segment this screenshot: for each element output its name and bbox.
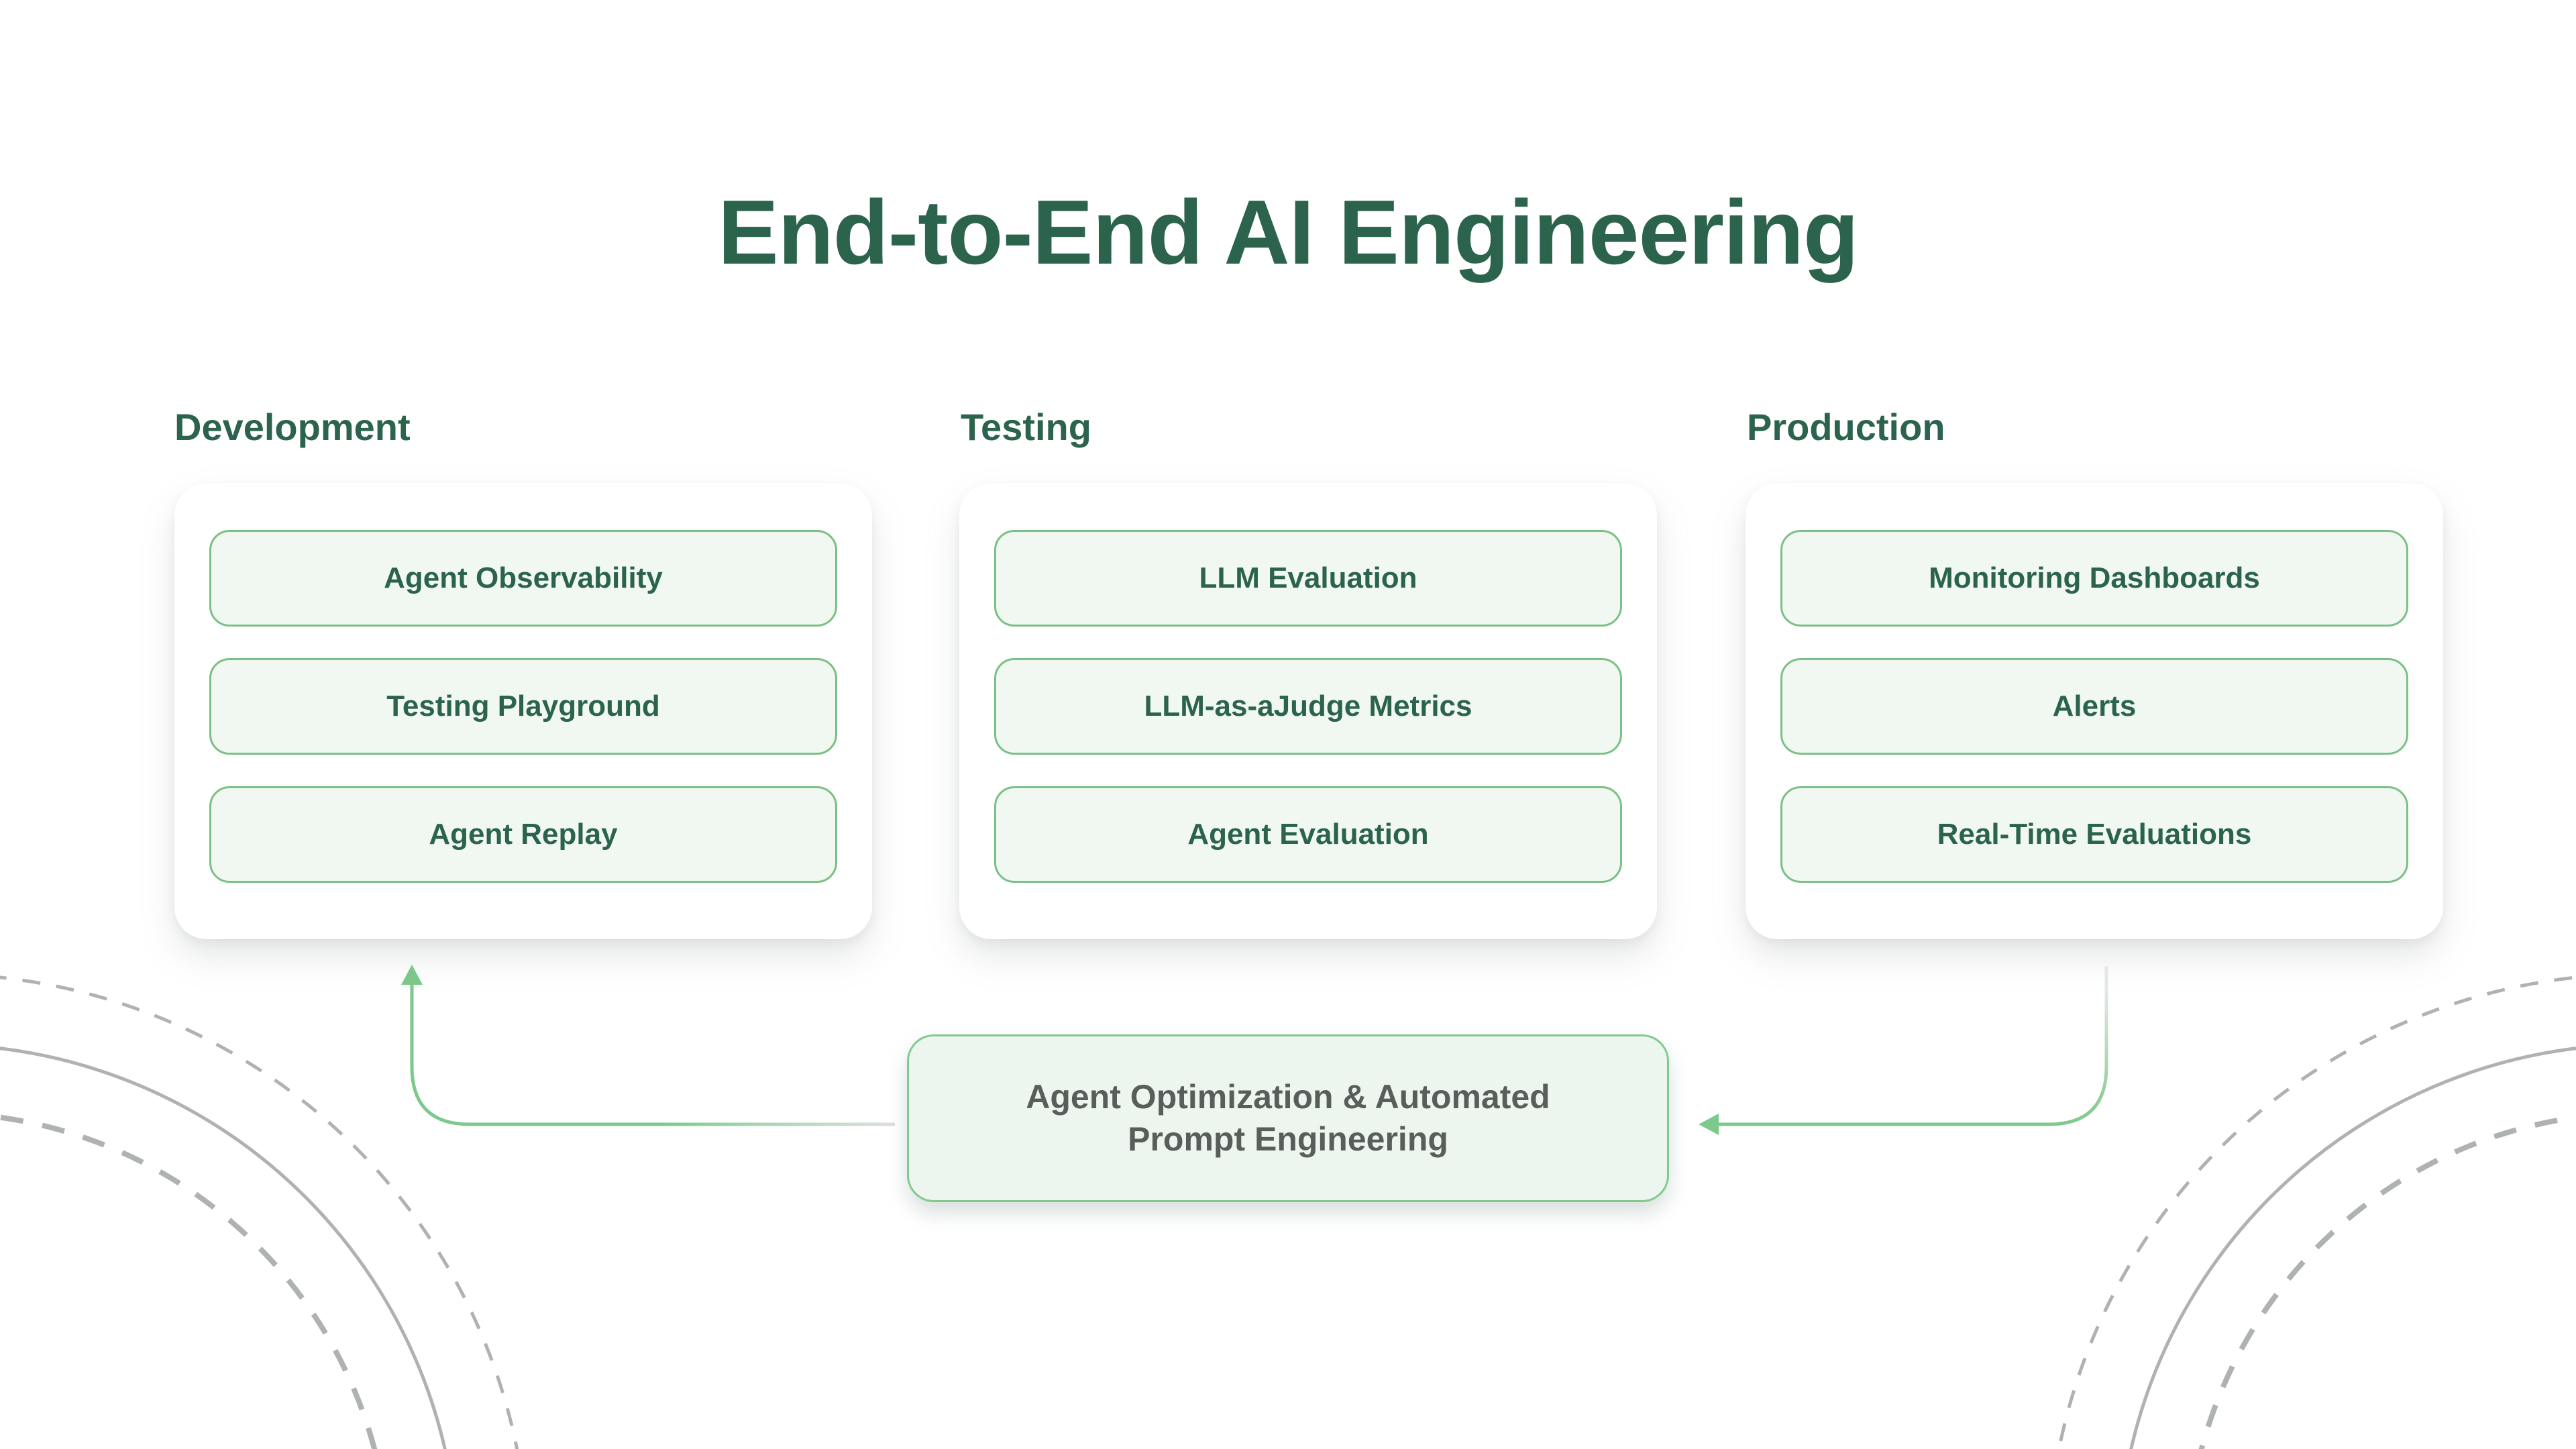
card-production: Monitoring Dashboards Alerts Real-Time E… [1746, 483, 2443, 939]
arc-dashed-outer-right [2057, 975, 2576, 1449]
node-alerts: Alerts [1780, 658, 2408, 755]
column-label-development: Development [174, 406, 411, 448]
node-real-time-evaluations: Real-Time Evaluations [1780, 786, 2408, 883]
optimization-box: Agent Optimization & Automated Prompt En… [907, 1034, 1669, 1202]
optimization-box-line2: Prompt Engineering [1128, 1120, 1448, 1158]
arrowhead-up-icon [401, 965, 423, 985]
node-monitoring-dashboards: Monitoring Dashboards [1780, 530, 2408, 627]
column-label-production: Production [1747, 406, 1945, 448]
card-development: Agent Observability Testing Playground A… [174, 483, 872, 939]
page-title: End-to-End AI Engineering [717, 181, 1859, 283]
connector-curve-right [2048, 966, 2108, 1126]
connector-curve-left [410, 983, 470, 1126]
node-llm-judge-metrics: LLM-as-aJudge Metrics [994, 658, 1622, 755]
column-label-testing: Testing [961, 406, 1091, 448]
arc-solid-right [2129, 1046, 2576, 1449]
arc-dashed-inner-left [0, 1114, 378, 1449]
arrowhead-left-icon [1699, 1114, 1719, 1135]
node-llm-evaluation: LLM Evaluation [994, 530, 1622, 627]
optimization-box-line1: Agent Optimization & Automated [1026, 1078, 1550, 1116]
arc-dashed-inner-right [2198, 1114, 2576, 1449]
node-agent-replay: Agent Replay [209, 786, 837, 883]
arc-dashed-outer-left [0, 975, 519, 1449]
arrow-to-development [401, 965, 895, 1126]
node-agent-observability: Agent Observability [209, 530, 837, 627]
card-testing: LLM Evaluation LLM-as-aJudge Metrics Age… [959, 483, 1657, 939]
arrow-to-optimization [1699, 966, 2108, 1135]
corner-arcs-left [0, 975, 519, 1449]
node-testing-playground: Testing Playground [209, 658, 837, 755]
corner-arcs-right [2057, 975, 2576, 1449]
arc-solid-left [0, 1046, 447, 1449]
node-agent-evaluation: Agent Evaluation [994, 786, 1622, 883]
